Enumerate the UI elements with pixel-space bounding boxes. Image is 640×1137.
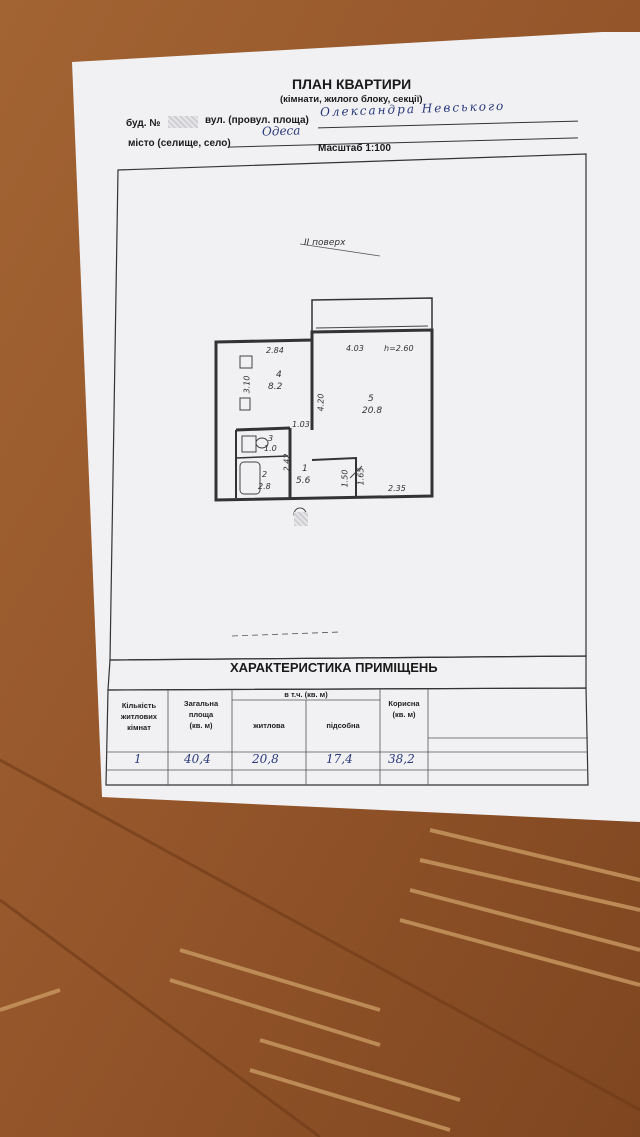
col-living-header: житлова	[253, 721, 285, 730]
col-rooms-line-2: житлових	[120, 712, 158, 721]
scale-label: Масштаб 1:100	[318, 143, 391, 154]
street-label: вул. (провул. площа)	[205, 115, 309, 126]
col-total-line-2: площа	[188, 710, 214, 719]
dim-kitchen-width: 2.84	[266, 346, 284, 355]
room-3-area: 1.0	[264, 444, 277, 453]
room-1-number: 1	[302, 464, 308, 474]
table-heading: ХАРАКТЕРИСТИКА ПРИМІЩЕНЬ	[230, 660, 438, 675]
room-5-area: 20.8	[362, 406, 383, 416]
col-total-line-1: Загальна	[183, 699, 219, 708]
col-total-line-3: (кв. м)	[189, 721, 213, 730]
floor-label: II поверх	[304, 238, 346, 248]
city-value: Одеса	[261, 123, 301, 139]
redacted-entrance-mark	[294, 512, 308, 526]
room-5-number: 5	[368, 394, 374, 404]
dim-room-width: 4.03	[346, 344, 364, 353]
dim-side: 1.65	[356, 467, 366, 486]
col-rooms-line-3: кімнат	[127, 723, 151, 732]
col-total-header: Загальна площа (кв. м)	[170, 698, 232, 731]
dim-small-a: 1.03	[292, 420, 310, 429]
redacted-building-number	[168, 116, 198, 128]
col-useful-line-1: Корисна	[388, 699, 420, 708]
col-aux-header: підсобна	[326, 721, 360, 730]
cell-useful: 38,2	[388, 752, 415, 766]
cell-aux: 17,4	[326, 752, 353, 766]
room-3-number: 3	[268, 434, 274, 443]
dim-kitchen-depth: 3.10	[242, 375, 252, 394]
dim-room-depth: 4.20	[316, 393, 326, 412]
room-2-number: 2	[262, 470, 268, 479]
cell-rooms: 1	[134, 752, 142, 766]
building-label: буд. №	[126, 118, 161, 129]
col-incl-header: в т.ч. (кв. м)	[284, 690, 328, 699]
room-2-area: 2.8	[258, 482, 271, 491]
city-label: місто (селище, село)	[128, 138, 231, 149]
page-subtitle: (кімнати, жилого блоку, секції)	[280, 94, 423, 105]
dim-height: h=2.60	[384, 344, 414, 353]
room-4-number: 4	[276, 370, 282, 380]
page-title: ПЛАН КВАРТИРИ	[292, 76, 412, 92]
room-1-area: 5.6	[296, 476, 311, 486]
cell-living: 20,8	[252, 752, 279, 766]
col-useful-line-2: (кв. м)	[392, 710, 416, 719]
dim-bottom: 2.35	[388, 484, 406, 493]
dim-hall-width: 1.50	[340, 469, 350, 488]
cell-total: 40,4	[184, 752, 211, 766]
col-rooms-line-1: Кількість	[121, 701, 157, 710]
room-4-area: 8.2	[268, 382, 283, 392]
col-useful-header: Корисна (кв. м)	[380, 698, 428, 720]
col-rooms-header: Кількість житлових кімнат	[110, 700, 168, 733]
dim-hall-depth: 2.42	[282, 453, 292, 472]
